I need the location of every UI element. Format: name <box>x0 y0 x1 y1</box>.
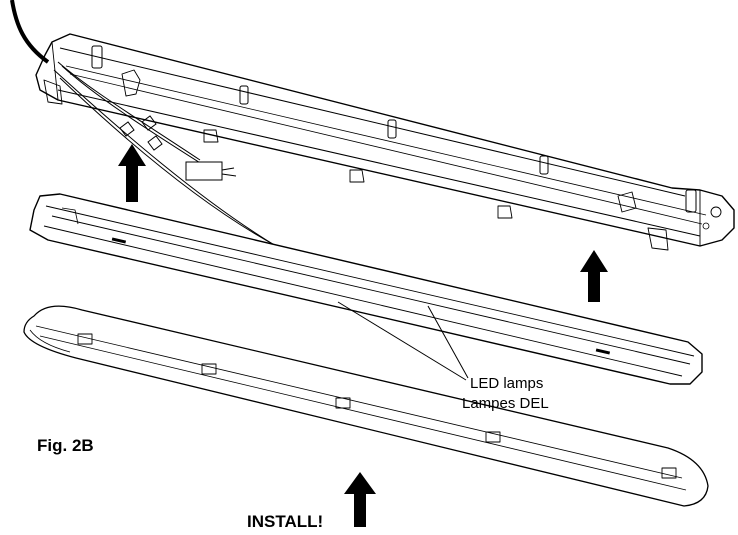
arrow-up-install <box>344 472 376 527</box>
diffuser-lens <box>23 305 709 507</box>
install-label: INSTALL! <box>247 512 323 531</box>
callout-leader-lines <box>337 301 469 381</box>
lampes-del-label: Lampes DEL <box>462 395 549 412</box>
figure-label: Fig. 2B <box>37 436 94 455</box>
led-lamps-label: LED lamps <box>470 375 543 392</box>
power-cord <box>10 0 50 64</box>
wiring-harness <box>53 61 281 249</box>
lamp-tray <box>29 193 703 385</box>
arrow-up-right <box>580 250 608 302</box>
fixture-housing <box>35 33 735 251</box>
arrow-up-left <box>118 144 146 202</box>
